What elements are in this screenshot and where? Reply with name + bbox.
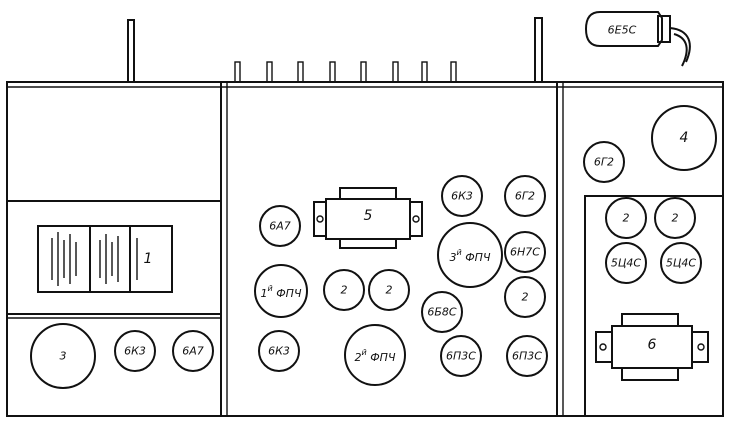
rods bbox=[127, 17, 543, 83]
fpch-2 bbox=[344, 324, 406, 386]
tube-6p3s-a bbox=[440, 335, 482, 377]
tube-6a7-left bbox=[172, 330, 214, 372]
tube-6k3-center-top bbox=[441, 175, 483, 217]
pin bbox=[234, 61, 241, 83]
component-4 bbox=[651, 105, 717, 171]
tube-6k3-center-low bbox=[258, 330, 300, 372]
tube-6p3s-b bbox=[506, 335, 548, 377]
tube-6a7-left-label: 6А7 bbox=[182, 345, 204, 358]
tube-6p3s-a-label: 6П3С bbox=[446, 350, 476, 363]
tube-6a7-label: 6А7 bbox=[269, 220, 291, 233]
tube-2b-label: 2 bbox=[386, 284, 393, 297]
tube-6k3-left-label: 6К3 bbox=[124, 345, 146, 358]
tuning-dial: 1 bbox=[37, 225, 173, 293]
tube-5c4s-b-label: 5Ц4С bbox=[666, 257, 697, 270]
tube-2-right-a-label: 2 bbox=[623, 212, 630, 225]
pin bbox=[266, 61, 273, 83]
dial-number: 1 bbox=[144, 251, 153, 267]
tube-6g2-center-label: 6Г2 bbox=[515, 190, 535, 203]
left-section: 1 3 6К3 6А7 bbox=[7, 200, 221, 389]
tube-6g2-right bbox=[583, 141, 625, 183]
pin bbox=[329, 61, 336, 83]
tube-5c4s-a bbox=[605, 242, 647, 284]
fpch-3-label: 3й ФПЧ bbox=[450, 248, 491, 264]
power-subpanel bbox=[584, 195, 724, 417]
pin bbox=[392, 61, 399, 83]
transformer-6: 6 bbox=[595, 313, 709, 381]
pin bbox=[297, 61, 304, 83]
indicator-tube-6e5c: 6Е5С bbox=[584, 11, 691, 67]
pin bbox=[421, 61, 428, 83]
left-rod bbox=[127, 19, 135, 83]
tube-6n7s-label: 6Н7С bbox=[510, 246, 540, 259]
tube-6k3-left bbox=[114, 330, 156, 372]
indicator-tube-label: 6Е5С bbox=[608, 24, 637, 37]
tube-2-right-b-label: 2 bbox=[672, 212, 679, 225]
transformer-5: 5 bbox=[313, 187, 423, 249]
fpch-1 bbox=[254, 264, 308, 318]
tube-6a7 bbox=[259, 205, 301, 247]
transformer-5-label: 5 bbox=[364, 208, 373, 224]
tube-2c bbox=[504, 276, 546, 318]
tube-6b8s-label: 6Б8С bbox=[427, 306, 457, 319]
tube-6g2-center bbox=[504, 175, 546, 217]
component-3-label: 3 bbox=[60, 350, 67, 363]
pin bbox=[450, 61, 457, 83]
component-3 bbox=[30, 323, 96, 389]
tube-6k3-center-low-label: 6К3 bbox=[268, 345, 290, 358]
fpch-1-label: 1й ФПЧ bbox=[261, 284, 302, 300]
tube-5c4s-a-label: 5Ц4С bbox=[611, 257, 642, 270]
tube-6k3-center-top-label: 6К3 bbox=[451, 190, 473, 203]
tube-2c-label: 2 bbox=[522, 291, 529, 304]
fpch-3 bbox=[437, 222, 503, 288]
fpch-2-label: 2й ФПЧ bbox=[355, 348, 396, 364]
tube-6n7s bbox=[504, 231, 546, 273]
right-rod bbox=[534, 17, 543, 83]
tube-2a-label: 2 bbox=[341, 284, 348, 297]
tube-6p3s-b-label: 6П3С bbox=[512, 350, 542, 363]
center-section: 5 6А7 1й ФПЧ 6К3 2 2 2й ФПЧ 6К3 6Г2 3й Ф… bbox=[254, 175, 548, 386]
transformer-6-label: 6 bbox=[648, 337, 657, 353]
tube-6b8s bbox=[421, 291, 463, 333]
component-4-label: 4 bbox=[680, 130, 689, 146]
tube-2a bbox=[323, 269, 365, 311]
tube-2-right-b bbox=[654, 197, 696, 239]
tube-2b bbox=[368, 269, 410, 311]
right-section: 4 6Г2 2 2 5Ц4С 5Ц4С 6 bbox=[583, 105, 724, 417]
tube-5c4s-b bbox=[660, 242, 702, 284]
tube-6g2-right-label: 6Г2 bbox=[594, 156, 614, 169]
pin bbox=[360, 61, 367, 83]
tube-2-right-a bbox=[605, 197, 647, 239]
